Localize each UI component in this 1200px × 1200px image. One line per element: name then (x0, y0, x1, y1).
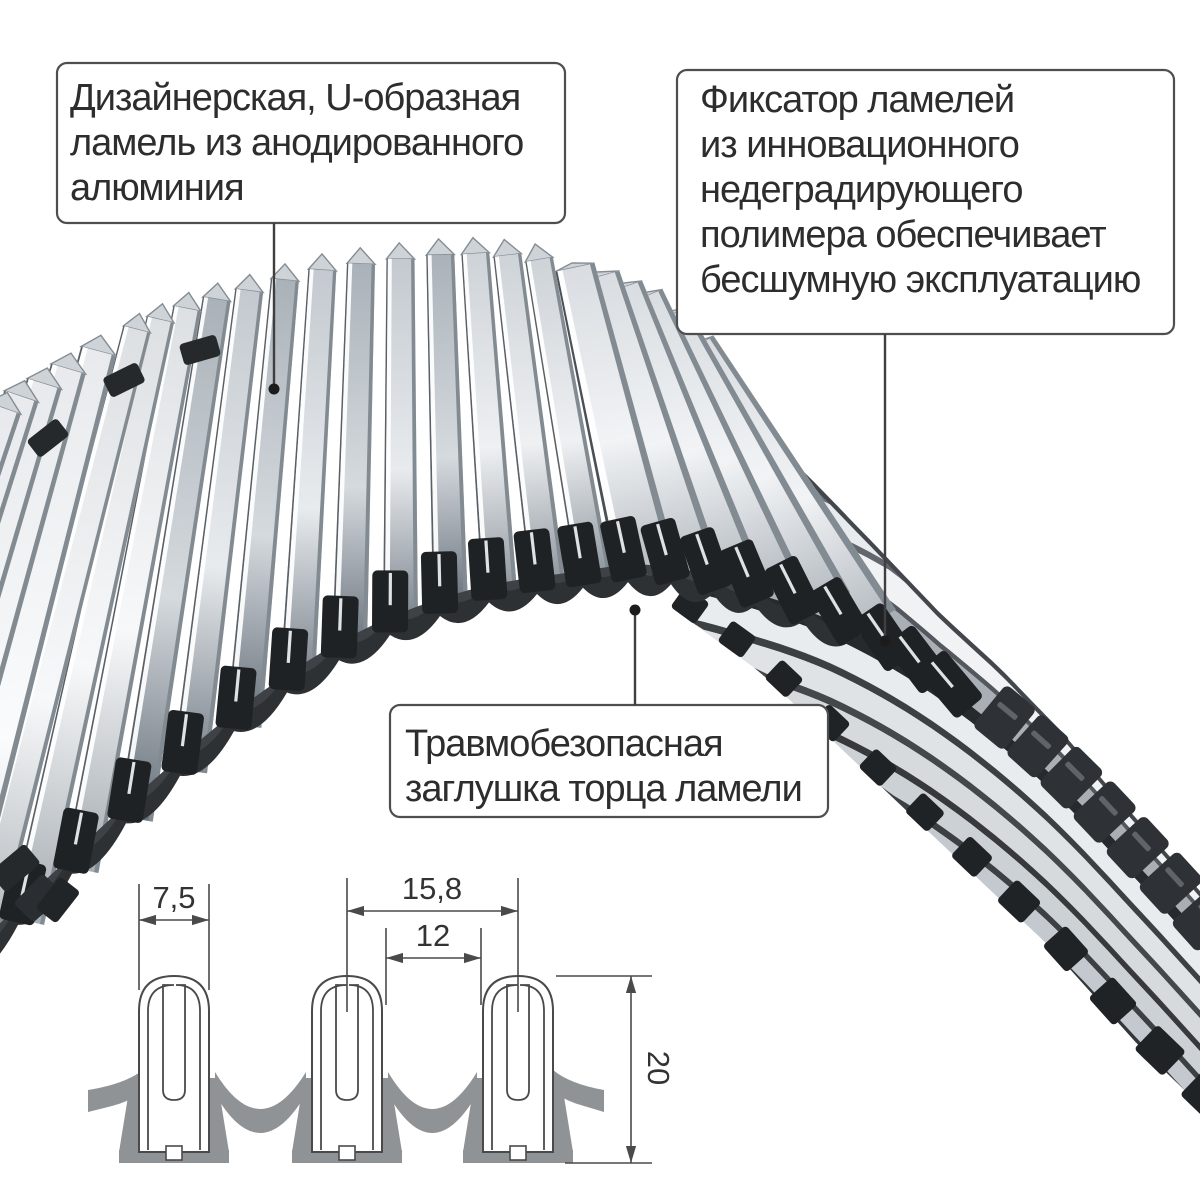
svg-text:Травмобезопасная: Травмобезопасная (405, 723, 723, 765)
svg-text:заглушка торца ламели: заглушка торца ламели (405, 768, 802, 810)
svg-text:7,5: 7,5 (152, 880, 195, 915)
svg-text:20: 20 (641, 1051, 676, 1085)
svg-text:из инновационного: из инновационного (700, 124, 1019, 166)
svg-text:ламель из анодированного: ламель из анодированного (70, 122, 523, 164)
svg-text:12: 12 (416, 918, 450, 953)
svg-text:алюминия: алюминия (70, 167, 244, 209)
svg-text:Дизайнерская, U-образная: Дизайнерская, U-образная (70, 77, 520, 119)
svg-text:Фиксатор ламелей: Фиксатор ламелей (700, 79, 1014, 121)
svg-text:15,8: 15,8 (402, 871, 462, 906)
svg-text:полимера обеспечивает: полимера обеспечивает (700, 214, 1106, 256)
svg-text:бесшумную эксплуатацию: бесшумную эксплуатацию (700, 259, 1140, 301)
svg-text:недеградирующего: недеградирующего (700, 169, 1022, 211)
